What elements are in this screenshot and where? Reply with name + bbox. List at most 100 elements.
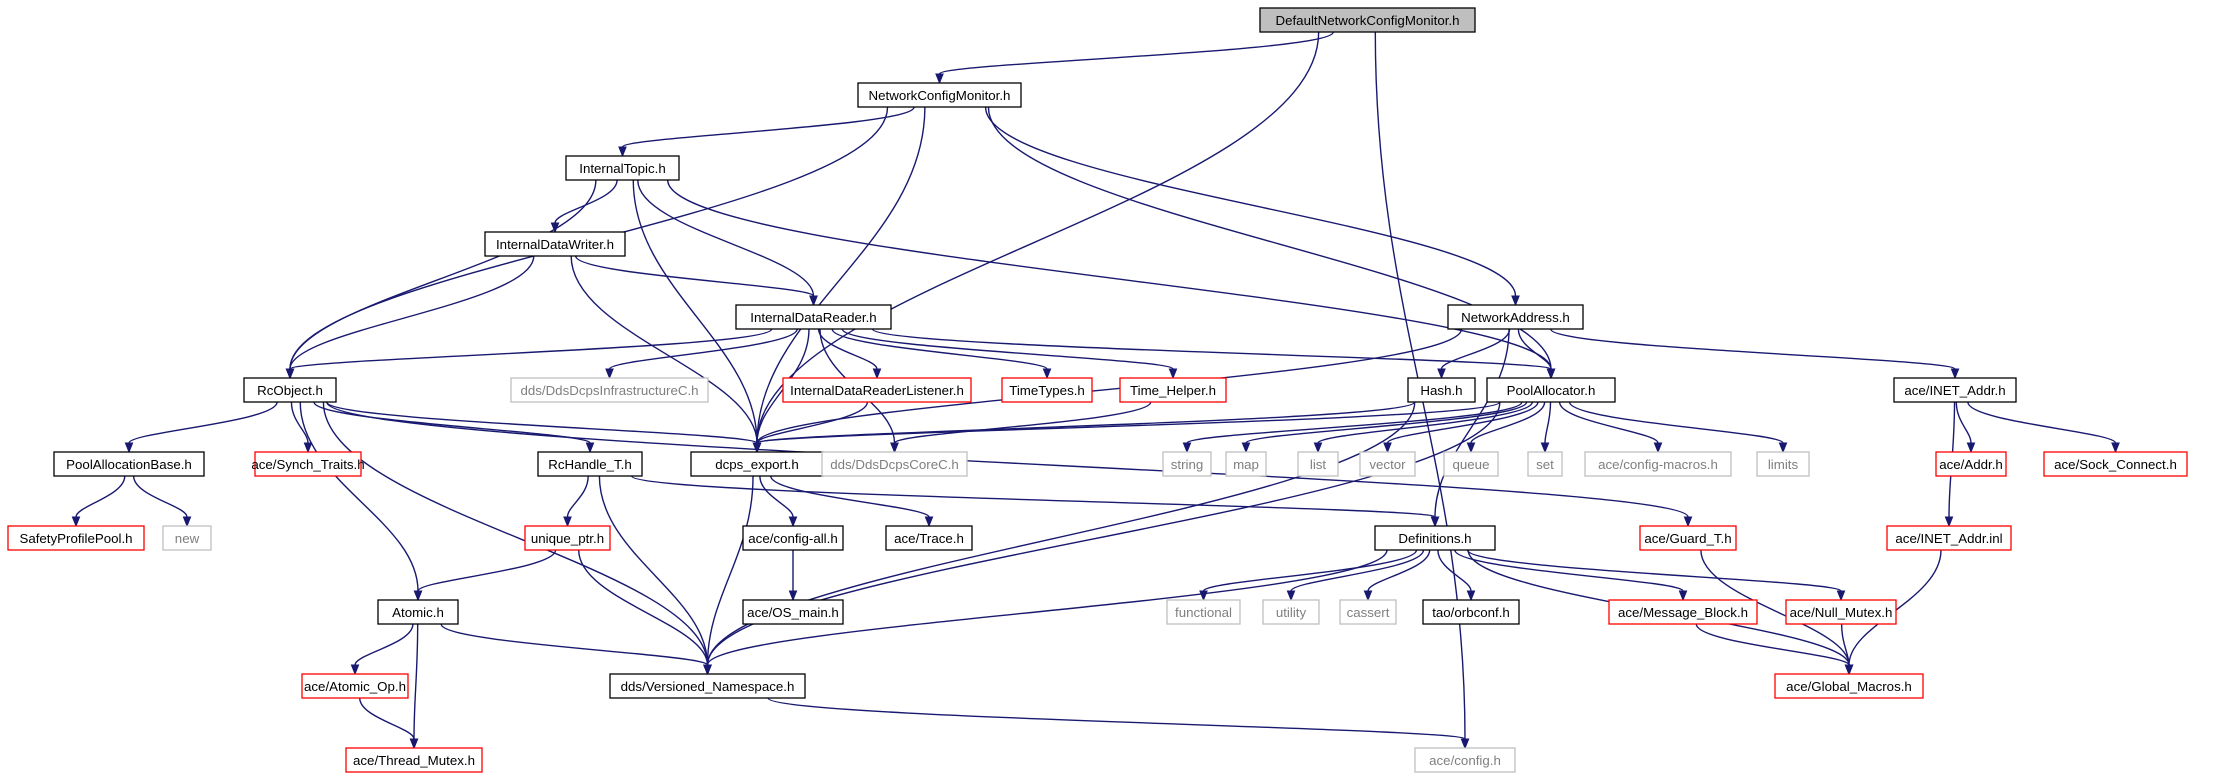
node-box [1297, 451, 1339, 477]
node-rchandle[interactable]: RcHandle_T.h [537, 451, 643, 477]
edge-atomic-to-versns [440, 623, 712, 676]
edge-defs-to-msgblock [1454, 549, 1688, 602]
edge-dcpsexp-to-versns [703, 475, 754, 676]
node-box [537, 451, 643, 477]
node-netaddr[interactable]: NetworkAddress.h [1447, 304, 1584, 330]
node-box [1422, 599, 1520, 625]
node-versns[interactable]: dds/Versioned_Namespace.h [609, 673, 806, 699]
node-label: ace/Message_Block.h [1618, 605, 1748, 620]
node-map[interactable]: map [1225, 451, 1267, 477]
node-set[interactable]: set [1527, 451, 1563, 477]
node-uptr[interactable]: unique_ptr.h [524, 525, 611, 551]
edge-defs-to-utility [1286, 549, 1425, 602]
node-idw[interactable]: InternalDataWriter.h [484, 231, 626, 257]
edge-netaddr-to-hash [1437, 328, 1511, 380]
node-label: map [1233, 457, 1259, 472]
node-box [885, 525, 973, 551]
node-defs[interactable]: Definitions.h [1374, 525, 1496, 551]
node-timetypes[interactable]: TimeTypes.h [1001, 377, 1093, 403]
edge-netaddr-to-inetaddr [1549, 328, 1960, 380]
node-queue[interactable]: queue [1443, 451, 1499, 477]
edges-layer [71, 31, 2120, 750]
node-label: unique_ptr.h [531, 531, 604, 546]
node-cfgall[interactable]: ace/config-all.h [742, 525, 844, 551]
node-label: queue [1453, 457, 1490, 472]
node-limits[interactable]: limits [1756, 451, 1810, 477]
node-box [1262, 599, 1320, 625]
node-timehelper[interactable]: Time_Helper.h [1119, 377, 1227, 403]
node-nullmutex[interactable]: ace/Null_Mutex.h [1785, 599, 1897, 625]
node-globmacros[interactable]: ace/Global_Macros.h [1774, 673, 1924, 699]
node-idrl[interactable]: InternalDataReaderListener.h [782, 377, 972, 403]
node-label: dcps_export.h [715, 457, 799, 472]
node-orbconf[interactable]: tao/orbconf.h [1422, 599, 1520, 625]
node-box [1584, 451, 1732, 477]
node-cassert[interactable]: cassert [1339, 599, 1397, 625]
node-new[interactable]: new [162, 525, 212, 551]
node-inetinl[interactable]: ace/INET_Addr.inl [1886, 525, 2012, 551]
node-box [524, 525, 611, 551]
node-hash[interactable]: Hash.h [1407, 377, 1476, 403]
node-aceaddr[interactable]: ace/Addr.h [1935, 451, 2007, 477]
node-label: DefaultNetworkConfigMonitor.h [1275, 13, 1459, 28]
node-box [1166, 599, 1241, 625]
node-itopic[interactable]: InternalTopic.h [565, 155, 680, 181]
node-box [1639, 525, 1737, 551]
node-root[interactable]: DefaultNetworkConfigMonitor.h [1259, 7, 1476, 33]
node-inetaddr[interactable]: ace/INET_Addr.h [1893, 377, 2017, 403]
edge-idr-to-timehelper [841, 328, 1178, 380]
edge-uptr-to-versns [578, 549, 712, 676]
node-box [1374, 525, 1496, 551]
edge-ncm-to-netaddr [984, 106, 1520, 307]
node-idr[interactable]: InternalDataReader.h [735, 304, 892, 330]
node-config[interactable]: ace/config.h [1414, 747, 1516, 773]
node-atomic[interactable]: Atomic.h [377, 599, 459, 625]
node-box [1886, 525, 2012, 551]
node-functional[interactable]: functional [1166, 599, 1241, 625]
node-cfgmacros[interactable]: ace/config-macros.h [1584, 451, 1732, 477]
node-vector[interactable]: vector [1359, 451, 1416, 477]
node-threadmutex[interactable]: ace/Thread_Mutex.h [345, 747, 483, 773]
node-osmain[interactable]: ace/OS_main.h [742, 599, 844, 625]
edge-idr-to-rcobj [285, 328, 773, 380]
node-rcobj[interactable]: RcObject.h [243, 377, 337, 403]
node-label: NetworkAddress.h [1461, 310, 1570, 325]
node-ddsinfra[interactable]: dds/DdsDcpsInfrastructureC.h [510, 377, 709, 403]
node-trace[interactable]: ace/Trace.h [885, 525, 973, 551]
node-label: InternalDataReaderListener.h [790, 383, 964, 398]
node-spp[interactable]: SafetyProfilePool.h [7, 525, 145, 551]
node-list[interactable]: list [1297, 451, 1339, 477]
node-atomicop[interactable]: ace/Atomic_Op.h [301, 673, 409, 699]
node-label: ace/Synch_Traits.h [251, 457, 364, 472]
node-label: vector [1369, 457, 1406, 472]
edge-dcpsexp-to-cfgall [759, 475, 798, 528]
node-sockconn[interactable]: ace/Sock_Connect.h [2043, 451, 2188, 477]
node-box [7, 525, 145, 551]
node-label: NetworkConfigMonitor.h [869, 88, 1011, 103]
node-guard[interactable]: ace/Guard_T.h [1639, 525, 1737, 551]
node-label: InternalDataWriter.h [496, 237, 614, 252]
node-poolalloc[interactable]: PoolAllocator.h [1486, 377, 1616, 403]
edge-rchandle-to-uptr [563, 475, 589, 528]
edge-itopic-to-rcobj [285, 179, 597, 380]
node-pab[interactable]: PoolAllocationBase.h [53, 451, 205, 477]
node-dcpsexp[interactable]: dcps_export.h [690, 451, 824, 477]
node-label: Time_Helper.h [1130, 383, 1216, 398]
node-synch[interactable]: ace/Synch_Traits.h [251, 451, 365, 477]
edge-atomic-to-atomicop [350, 623, 414, 676]
node-ncm[interactable]: NetworkConfigMonitor.h [857, 82, 1022, 108]
node-string[interactable]: string [1162, 451, 1212, 477]
node-box [254, 451, 362, 477]
node-box [162, 525, 212, 551]
node-utility[interactable]: utility [1262, 599, 1320, 625]
edge-rcobj-to-atomic [299, 401, 423, 602]
node-ddscore[interactable]: dds/DdsDcpsCoreC.h [821, 451, 968, 477]
node-label: PoolAllocationBase.h [66, 457, 192, 472]
node-label: Hash.h [1420, 383, 1462, 398]
node-box [2043, 451, 2188, 477]
edge-rchandle-to-defs [630, 475, 1440, 528]
node-msgblock[interactable]: ace/Message_Block.h [1608, 599, 1758, 625]
edge-idr-to-poolalloc [871, 328, 1556, 380]
node-label: set [1536, 457, 1554, 472]
edge-defs-to-orbconf [1437, 549, 1476, 602]
